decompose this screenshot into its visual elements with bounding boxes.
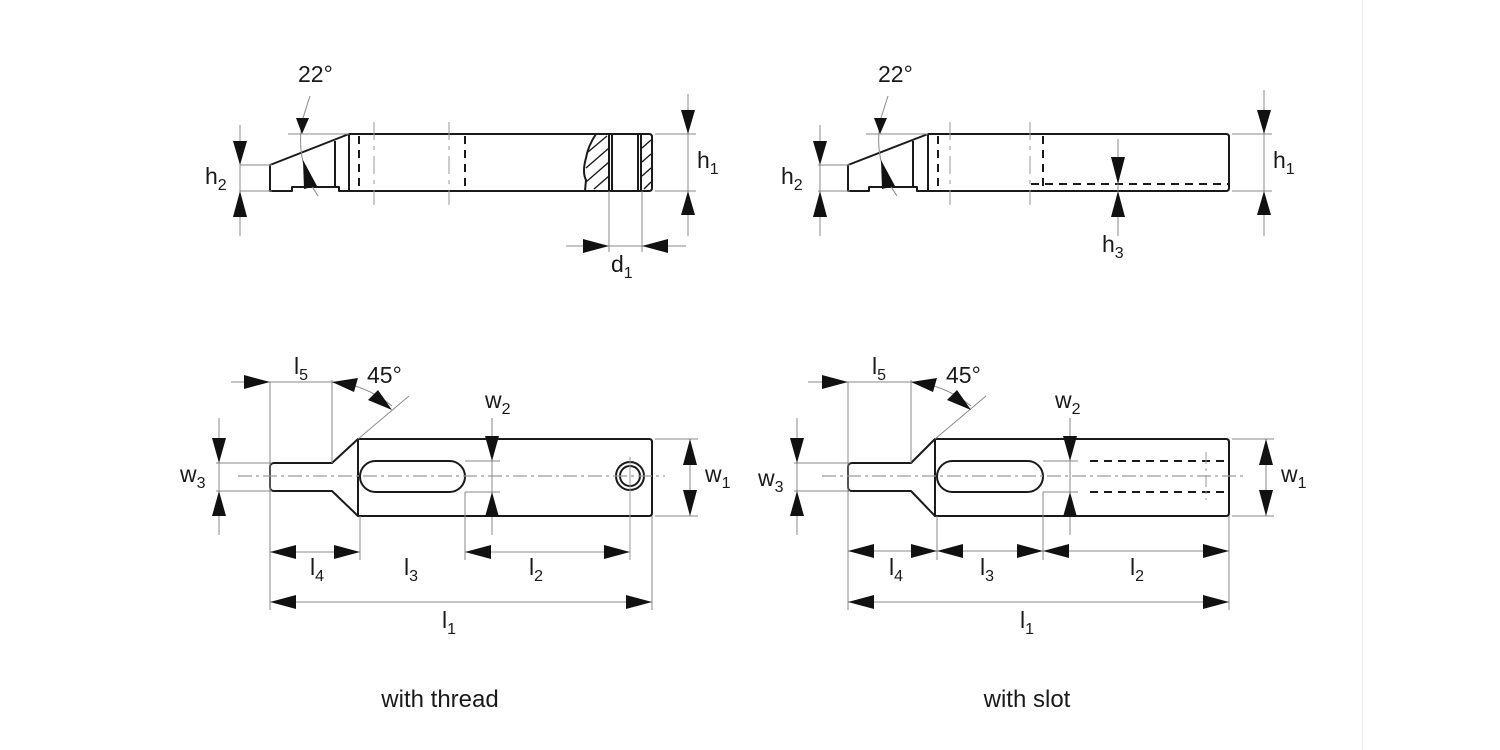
dim-label-w2: w2: [1054, 387, 1081, 418]
arrow-head: [334, 545, 360, 559]
dim-label-h3: h3: [1102, 231, 1124, 262]
section-hatching: [585, 135, 652, 190]
arrow-head: [270, 595, 296, 609]
arrow-head: [790, 491, 804, 516]
dim-label-l2: l2: [1130, 554, 1144, 585]
arrow-head: [1063, 436, 1077, 461]
dim-label-l5: l5: [294, 353, 308, 384]
arrow-head: [822, 375, 848, 389]
dim-label-l3: l3: [980, 554, 994, 585]
arrow-head: [296, 118, 309, 134]
part-outline: [269, 133, 653, 192]
arrow-head: [1017, 544, 1043, 558]
arrow-head: [911, 378, 937, 392]
arrow-head: [626, 595, 652, 609]
side-view-thread: 22° h2 h1 d1: [205, 61, 719, 282]
angle-label: 22°: [298, 61, 333, 87]
part-outline: [847, 133, 1230, 192]
arrow-head: [485, 436, 499, 461]
dim-label-h2: h2: [205, 163, 227, 194]
arrow-head: [683, 439, 697, 465]
dim-label-w3: w3: [757, 465, 784, 496]
arrow-head: [233, 141, 247, 165]
arrow-head: [583, 239, 609, 253]
arrow-head: [1257, 191, 1271, 215]
top-view-thread: 45° l5 w2 w3 w1: [179, 353, 731, 638]
arrow-head: [1043, 544, 1069, 558]
angle-label: 22°: [878, 61, 913, 87]
arrow-head: [485, 492, 499, 517]
dim-label-w3: w3: [179, 461, 206, 492]
arrow-head: [1203, 595, 1229, 609]
arrow-head: [681, 191, 695, 215]
break-line: [583, 133, 597, 192]
arrow-head: [244, 375, 270, 389]
arrow-head: [947, 390, 971, 410]
angle-label: 45°: [367, 362, 402, 388]
dim-label-l2: l2: [529, 554, 543, 585]
arrow-head: [790, 438, 804, 463]
arrow-head: [368, 390, 392, 410]
arrow-head: [813, 191, 827, 217]
arrow-head: [874, 118, 887, 134]
arrow-head: [1063, 492, 1077, 517]
arrow-head: [937, 544, 963, 558]
arrow-head: [848, 544, 874, 558]
part-outline: [269, 438, 653, 517]
dim-label-l4: l4: [889, 554, 903, 585]
caption-with-thread: with thread: [380, 686, 498, 713]
dim-label-h2: h2: [781, 163, 803, 194]
extension-line: [357, 395, 410, 440]
arrow-head: [681, 110, 695, 134]
dim-label-h1: h1: [697, 147, 719, 178]
top-view-slot: 45° l5 w2 w3 w1: [757, 353, 1307, 638]
dim-label-l3: l3: [404, 554, 418, 585]
arrow-head: [881, 160, 895, 189]
dim-label-w2: w2: [484, 387, 511, 418]
arrow-head: [233, 191, 247, 217]
angle-label: 45°: [946, 362, 981, 388]
panel-divider: [1362, 0, 1363, 750]
dim-label-d1: d1: [611, 251, 633, 282]
caption-with-slot: with slot: [983, 686, 1071, 713]
arrow-head: [1203, 544, 1229, 558]
arrow-head: [1111, 157, 1125, 184]
extension-line: [934, 395, 987, 440]
arrow-head: [642, 239, 668, 253]
arrow-head: [1259, 439, 1273, 465]
arrow-head: [332, 378, 358, 392]
dim-label-h1: h1: [1273, 147, 1295, 178]
side-view-slot: 22° h2 h1 h3: [781, 61, 1295, 262]
dim-label-l4: l4: [310, 554, 324, 585]
dim-label-l1: l1: [1020, 607, 1034, 638]
dim-label-w1: w1: [1280, 461, 1307, 492]
arrow-head: [848, 595, 874, 609]
arrow-head: [911, 544, 937, 558]
arrow-head: [1257, 110, 1271, 134]
dim-label-l5: l5: [872, 353, 886, 384]
dim-label-l1: l1: [442, 607, 456, 638]
arrow-head: [604, 545, 630, 559]
arrow-head: [813, 141, 827, 165]
arrow-head: [212, 491, 226, 516]
arrow-head: [683, 490, 697, 516]
arrow-head: [303, 160, 317, 189]
arrow-head: [270, 545, 296, 559]
dim-label-w1: w1: [704, 461, 731, 492]
arrow-head: [212, 438, 226, 463]
arrow-head: [465, 545, 491, 559]
arrow-head: [1259, 490, 1273, 516]
arrow-head: [1111, 191, 1125, 217]
part-outline: [847, 438, 1230, 517]
